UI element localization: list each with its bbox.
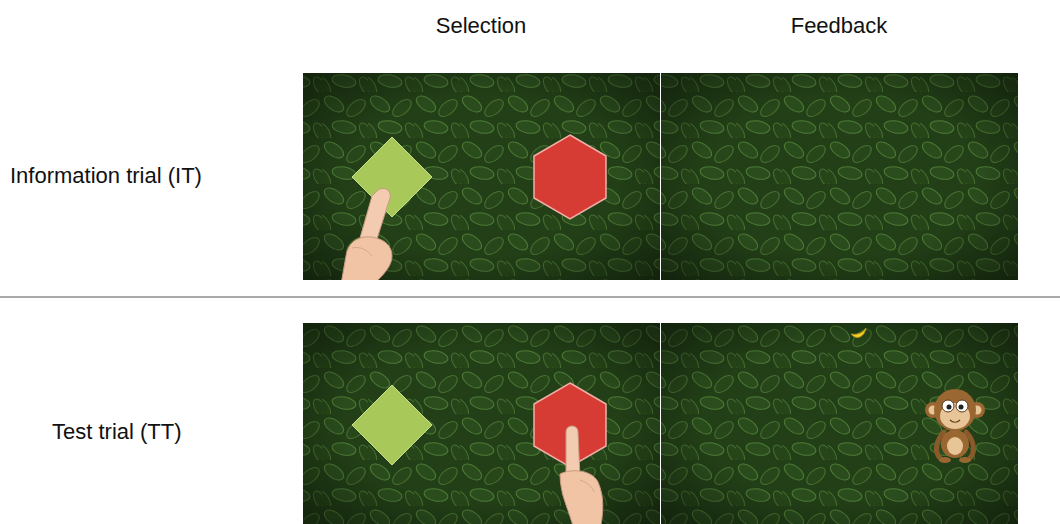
screen-panel [303,73,1018,524]
column-header: Selection [436,13,527,39]
diamond-stimulus [352,137,432,217]
row-label: Information trial (IT) [10,163,202,189]
row-label: Test trial (TT) [52,419,182,445]
pointing-hand [340,188,392,280]
column-header: Feedback [791,13,888,39]
diamond-stimulus [352,385,432,465]
monkey-character [925,389,985,463]
banana-reward [851,328,866,337]
row-divider [0,297,1060,298]
hexagon-stimulus [534,135,606,219]
pointing-hand [560,426,603,524]
